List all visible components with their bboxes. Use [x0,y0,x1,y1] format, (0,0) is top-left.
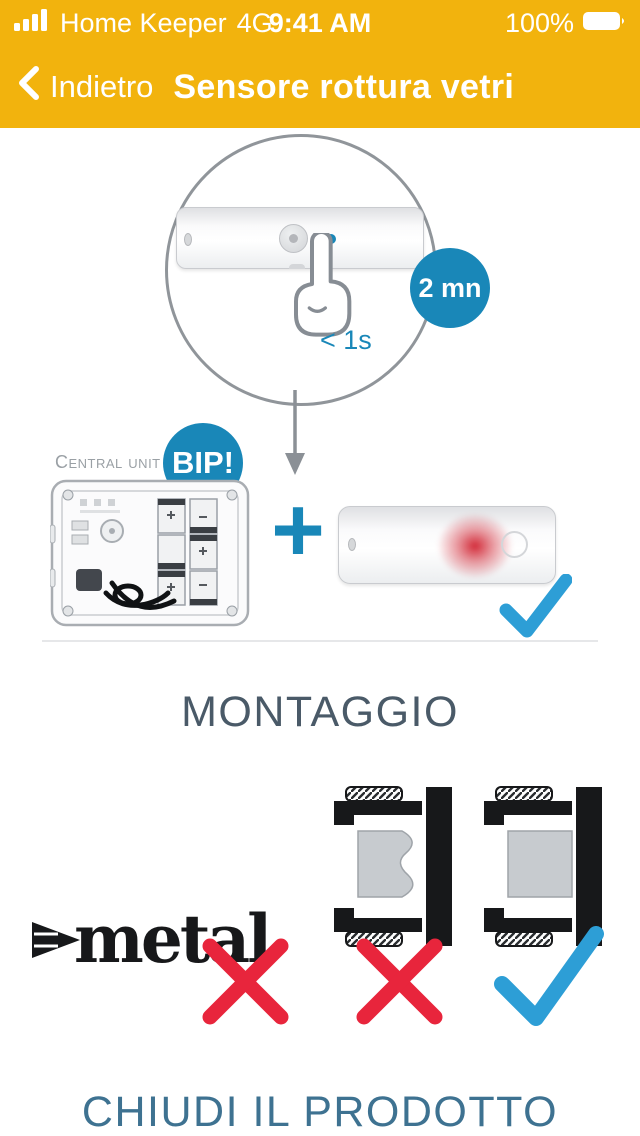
back-button[interactable]: Indietro [16,65,153,109]
central-unit-illustration [49,473,250,633]
chevron-left-icon [16,65,42,109]
press-duration-label: < 1s [320,325,372,355]
status-bar: Home Keeper 4G 9:41 AM 100% [0,0,640,46]
plus-sign: + [271,479,325,581]
hollow-wall-cross-icon [352,934,447,1029]
timer-badge: 2 mn [410,248,490,328]
central-unit-label: Central unit [55,452,161,472]
metal-horn-icon [30,920,82,960]
back-label: Indietro [50,69,154,104]
section-divider [42,640,598,642]
page-title: Sensore rottura vetri [173,67,515,106]
status-left: Home Keeper 4G [14,8,273,39]
metal-cross-icon [198,934,293,1029]
pressing-hand-icon [280,230,360,343]
down-arrow-icon [280,390,310,476]
status-right: 100% [505,8,626,39]
screw-slot-icon [348,538,356,551]
network-label: 4G [236,7,273,38]
screw-slot-icon [184,233,192,246]
success-check-icon [498,573,573,640]
carrier-label: Home Keeper [60,7,227,38]
clock: 9:41 AM [268,7,372,38]
sensor-button-icon [501,531,528,558]
battery-icon [582,8,626,39]
sensor-device [176,207,424,269]
battery-percent: 100% [504,7,574,38]
sensor-notch [289,264,305,269]
app-header: Home Keeper 4G 9:41 AM 100% [0,0,640,128]
pairing-illustration: < 1s [165,134,437,406]
chiudi-title: CHIUDI IL PRODOTTO [81,1088,559,1136]
solid-wall-icon [480,785,605,948]
hollow-wall-icon [330,785,455,948]
sensor-button-icon [279,224,308,253]
sensor-alarm-illustration [338,506,556,584]
page-content[interactable]: < 1s 2 mn BIP! Central unit [0,128,640,1136]
nav-bar: Indietro Sensore rottura vetri [0,46,640,128]
signal-strength-icon [14,8,50,39]
alarm-glow [437,513,513,579]
montaggio-title: MONTAGGIO [181,688,459,736]
solid-wall-check-icon [492,926,604,1034]
